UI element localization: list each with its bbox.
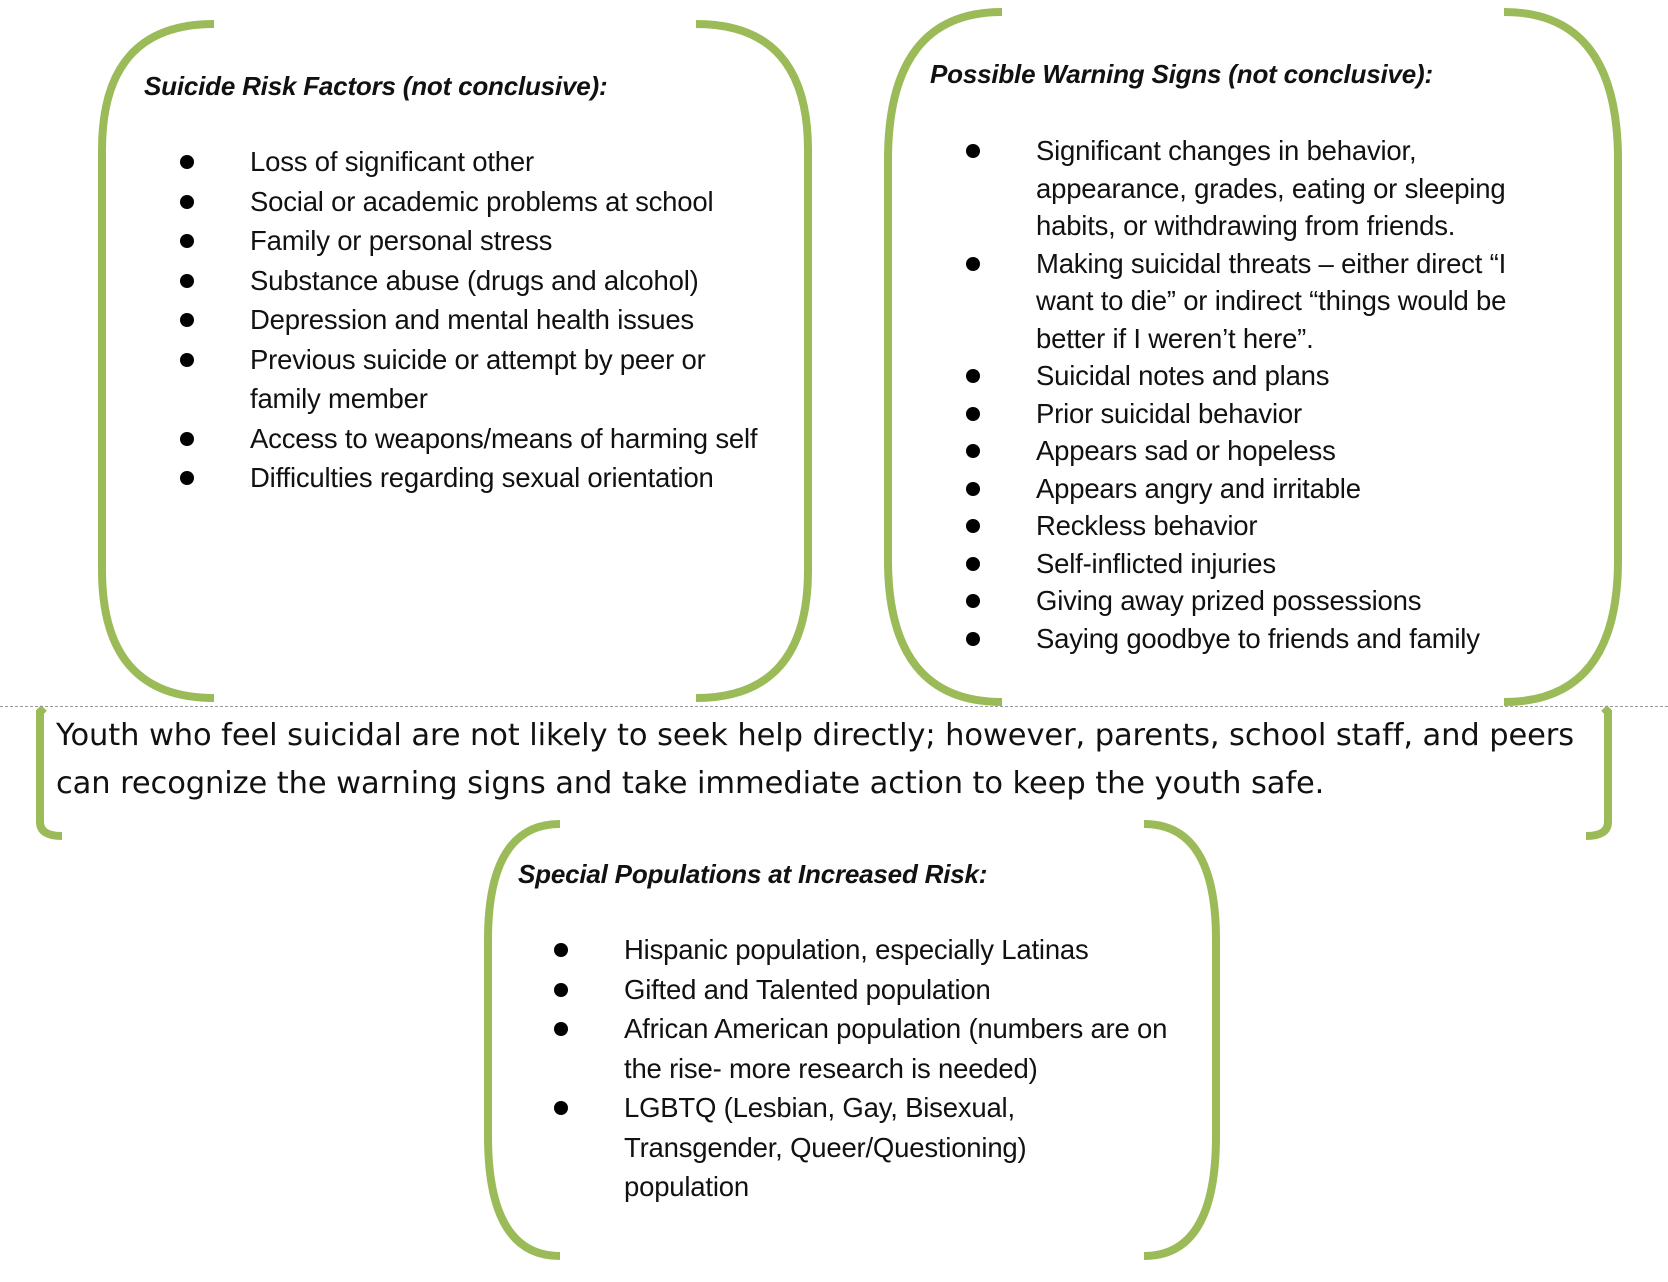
list-item: Substance abuse (drugs and alcohol) xyxy=(144,261,794,301)
bullet-icon xyxy=(180,352,194,367)
bullet-icon xyxy=(966,406,980,421)
page-divider xyxy=(0,706,1668,707)
list-item: Difficulties regarding sexual orientatio… xyxy=(144,458,794,498)
list-item: Gifted and Talented population xyxy=(518,970,1198,1010)
bullet-icon xyxy=(180,313,194,327)
center-right-bracket xyxy=(1585,705,1612,840)
list-item-text: Appears sad or hopeless xyxy=(1036,435,1336,466)
list-item: Significant changes in behavior, appeara… xyxy=(930,132,1536,245)
list-item: Making suicidal threats – either direct … xyxy=(930,245,1551,358)
bullet-icon xyxy=(554,943,568,957)
center-left-bracket xyxy=(36,705,63,840)
list-item-text: Social or academic problems at school xyxy=(250,185,714,217)
bullet-icon xyxy=(966,519,980,533)
list-item: Appears sad or hopeless xyxy=(930,432,1620,470)
risk-factors-list: Loss of significant other Social or acad… xyxy=(144,142,794,498)
list-item-text: Self-inflicted injuries xyxy=(1036,547,1276,579)
warning-signs-left-bracket xyxy=(884,8,1003,706)
bullet-icon xyxy=(966,631,980,646)
list-item: Loss of significant other xyxy=(144,142,794,182)
list-item: Giving away prized possessions xyxy=(930,582,1620,620)
list-item: Family or personal stress xyxy=(144,221,794,261)
bullet-icon xyxy=(554,1022,568,1036)
bullet-icon xyxy=(180,273,194,288)
bullet-icon xyxy=(180,471,194,485)
list-item: Suicidal notes and plans xyxy=(930,357,1620,395)
bullet-icon xyxy=(180,431,194,446)
list-item: Appears angry and irritable xyxy=(930,470,1620,508)
list-item: LGBTQ (Lesbian, Gay, Bisexual, Transgend… xyxy=(518,1088,1094,1207)
list-item: African American population (numbers are… xyxy=(518,1009,1169,1088)
risk-factors-right-bracket xyxy=(695,20,812,702)
list-item-text: Family or personal stress xyxy=(250,225,553,256)
special-populations-right-bracket xyxy=(1143,820,1220,1260)
list-item-text: Prior suicidal behavior xyxy=(1036,397,1302,429)
bullet-icon xyxy=(554,982,568,997)
risk-factors-title: Suicide Risk Factors (not conclusive): xyxy=(144,71,608,101)
bullet-icon xyxy=(966,369,980,383)
warning-signs-right-bracket xyxy=(1503,8,1622,706)
center-message: Youth who feel suicidal are not likely t… xyxy=(56,718,1575,801)
warning-signs-list: Significant changes in behavior, appeara… xyxy=(930,132,1620,657)
list-item: Reckless behavior xyxy=(930,507,1620,545)
bullet-icon xyxy=(180,234,194,248)
list-item-text: Saying goodbye to friends and family xyxy=(1036,622,1480,654)
list-item-text: African American population (numbers are… xyxy=(624,1013,1168,1084)
bullet-icon xyxy=(966,594,980,608)
list-item-text: Loss of significant other xyxy=(250,146,534,177)
list-item-text: Appears angry and irritable xyxy=(1036,472,1361,504)
list-item-text: Giving away prized possessions xyxy=(1036,585,1422,616)
special-populations-list: Hispanic population, especially Latinas … xyxy=(518,930,1198,1207)
list-item-text: Suicidal notes and plans xyxy=(1036,360,1330,391)
list-item: Hispanic population, especially Latinas xyxy=(518,930,1198,970)
list-item: Depression and mental health issues xyxy=(144,300,794,340)
bullet-icon xyxy=(966,144,980,158)
special-populations-box: Special Populations at Increased Risk: H… xyxy=(518,856,1198,1207)
list-item-text: Making suicidal threats – either direct … xyxy=(1036,247,1507,354)
list-item: Social or academic problems at school xyxy=(144,182,794,222)
bullet-icon xyxy=(554,1101,568,1115)
list-item-text: Gifted and Talented population xyxy=(624,973,991,1005)
list-item: Saying goodbye to friends and family xyxy=(930,620,1620,658)
bullet-icon xyxy=(966,481,980,496)
bullet-icon xyxy=(180,155,194,169)
list-item: Access to weapons/means of harming self xyxy=(144,419,770,459)
bullet-icon xyxy=(180,194,194,209)
list-item: Prior suicidal behavior xyxy=(930,395,1620,433)
list-item-text: Difficulties regarding sexual orientatio… xyxy=(250,462,714,493)
list-item-text: Reckless behavior xyxy=(1036,510,1258,541)
special-populations-left-bracket xyxy=(484,820,561,1260)
list-item-text: Hispanic population, especially Latinas xyxy=(624,934,1089,965)
list-item-text: Previous suicide or attempt by peer or f… xyxy=(250,343,706,415)
bullet-icon xyxy=(966,256,980,271)
list-item-text: Substance abuse (drugs and alcohol) xyxy=(250,264,699,296)
risk-factors-left-bracket xyxy=(98,20,215,702)
list-item-text: Access to weapons/means of harming self xyxy=(250,422,758,454)
special-populations-title: Special Populations at Increased Risk: xyxy=(518,859,988,889)
list-item-text: Depression and mental health issues xyxy=(250,304,694,335)
risk-factors-box: Suicide Risk Factors (not conclusive): L… xyxy=(144,68,794,498)
bullet-icon xyxy=(966,556,980,571)
bullet-icon xyxy=(966,444,980,458)
warning-signs-box: Possible Warning Signs (not conclusive):… xyxy=(930,56,1620,657)
list-item: Self-inflicted injuries xyxy=(930,545,1620,583)
list-item-text: LGBTQ (Lesbian, Gay, Bisexual, Transgend… xyxy=(624,1092,1027,1202)
warning-signs-title: Possible Warning Signs (not conclusive): xyxy=(930,59,1433,89)
list-item-text: Significant changes in behavior, appeara… xyxy=(1036,135,1506,241)
list-item: Previous suicide or attempt by peer or f… xyxy=(144,340,770,419)
